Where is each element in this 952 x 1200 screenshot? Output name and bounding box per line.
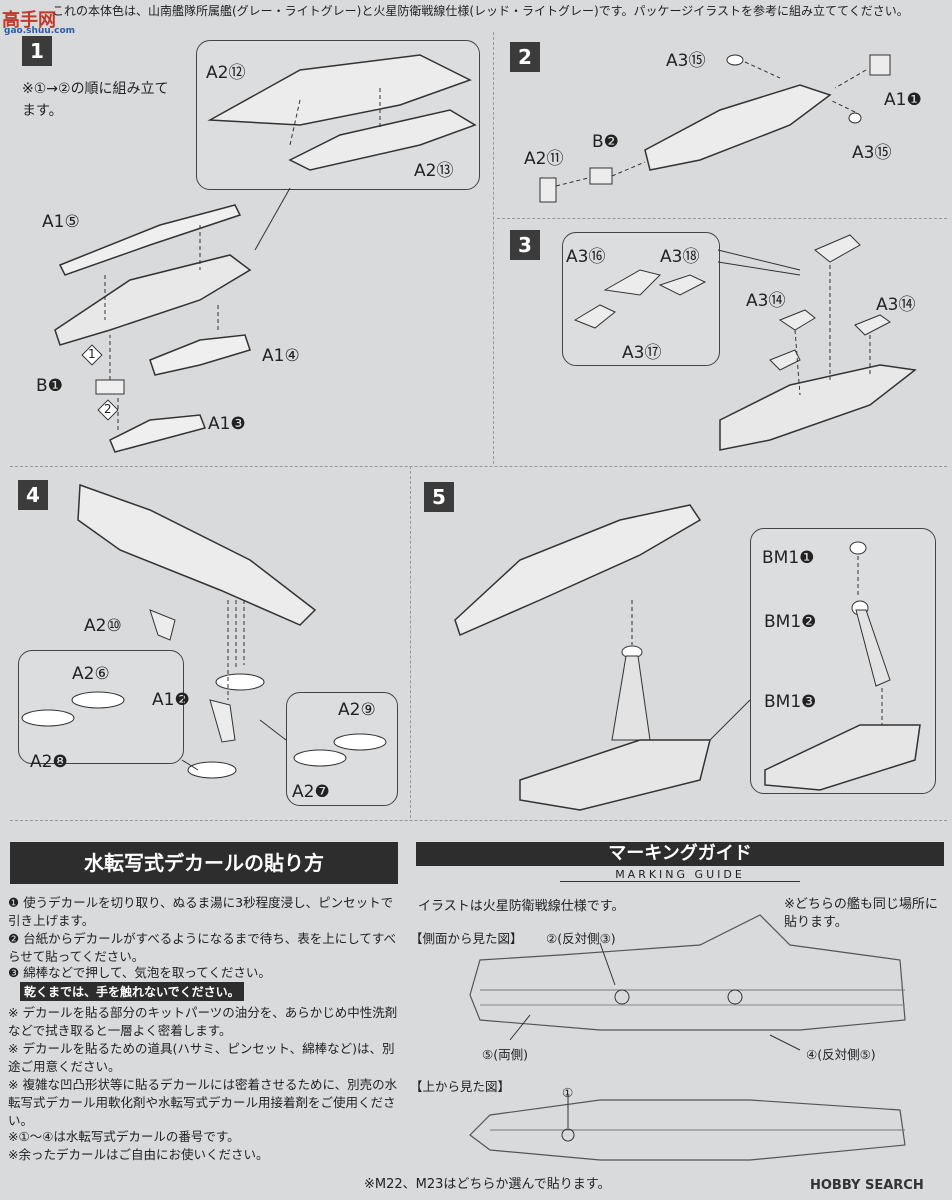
marking-title: マーキングガイド [416,842,944,866]
part-label: BM1❷ [764,612,817,632]
marking-intro: イラストは火星防衛戦線仕様です。 [418,899,625,914]
step-4-number: 4 [18,480,48,510]
part-label: A2⑪ [524,149,564,169]
part-label: A2⑬ [414,161,454,181]
side-view-label: 【側面から見た図】 [410,931,523,946]
part-label: A1④ [262,346,300,366]
decal-title: 水転写式デカールの貼り方 [10,842,398,884]
step-3-number: 3 [510,230,540,260]
part-label: A2❼ [292,782,330,802]
part-label: A2⑨ [338,700,376,720]
callout-label: ① [562,1085,574,1100]
part-label: A3⑰ [622,343,662,363]
decal-step-2: ❷ 台紙からデカールがすべるようになるまで待ち、表を上にしてすべらせて貼ってくだ… [8,931,397,964]
part-label: B❶ [36,376,63,396]
part-label: B❷ [592,132,619,152]
decal-note-3: ※ 複雑な凹凸形状等に貼るデカールには密着させるために、別売の水転写式デカール用… [8,1077,398,1128]
part-label: A3⑮ [666,51,706,71]
part-label: A1❶ [884,90,922,110]
callout-label: ②(反対側③) [546,931,616,946]
step-3-detail-box [562,232,720,366]
divider [497,218,947,219]
brand-logo: HOBBY SEARCH [810,1178,924,1193]
part-label: A1❷ [152,690,190,710]
part-label: A2⑩ [84,616,122,636]
part-label: A1❸ [208,414,246,434]
watermark-url: gao.shuu.com [4,26,76,36]
order-mark: 2 [104,402,112,416]
header-note: これの本体色は、山南艦隊所属艦(グレー・ライトグレー)と火星防衛戦線仕様(レッド… [52,4,909,18]
decal-note-4: ※①〜④は水転写式デカールの番号です。 [8,1129,240,1144]
part-label: A2⑥ [72,664,110,684]
callout-label: ⑤(両側) [482,1047,528,1062]
decal-step-1: ❶ 使うデカールを切り取り、ぬるま湯に3秒程度浸し、ピンセットで引き上げます。 [8,895,394,928]
marking-note: ※どちらの艦も同じ場所に貼ります。 [784,897,938,930]
step-5-number: 5 [424,482,454,512]
marking-subtitle: MARKING GUIDE [560,868,800,882]
divider [10,820,947,821]
decal-note-5: ※余ったデカールはご自由にお使いください。 [8,1147,269,1162]
part-label: BM1❸ [764,692,817,712]
divider [410,466,411,818]
step-1-number: 1 [22,36,52,66]
part-label: A3⑮ [852,143,892,163]
decal-step-3: ❸ 綿棒などで押して、気泡を取ってください。 [8,965,271,980]
part-label: A3⑱ [660,247,700,267]
decal-note-2: ※ デカールを貼るための道具(ハサミ、ピンセット、綿棒など)は、別途ご用意くださ… [8,1041,395,1074]
divider [493,32,494,464]
step-4-detail-right [286,692,398,806]
order-mark: 1 [88,347,96,361]
part-label: A3⑭ [746,291,786,311]
step-2-number: 2 [510,42,540,72]
part-label: A3⑯ [566,247,606,267]
decal-note-1: ※ デカールを貼る部分のキットパーツの油分を、あらかじめ中性洗剤などで拭き取ると… [8,1005,398,1038]
divider [10,466,947,467]
step-1-note: ※①→②の順に組み立てます。 [22,81,169,119]
decal-warning: 乾くまでは、手を触れないでください。 [20,982,244,1001]
callout-label: ④(反対側⑤) [806,1047,876,1062]
part-label: A2⑫ [206,63,246,83]
marking-footer: ※M22、M23はどちらか選んで貼ります。 [364,1177,611,1192]
top-view-label: 【上から見た図】 [410,1079,511,1094]
part-label: A1⑤ [42,212,80,232]
part-label: BM1❶ [762,548,815,568]
part-label: A2❽ [30,752,68,772]
part-label: A3⑭ [876,295,916,315]
watermark-logo: 高手网 [2,10,56,31]
